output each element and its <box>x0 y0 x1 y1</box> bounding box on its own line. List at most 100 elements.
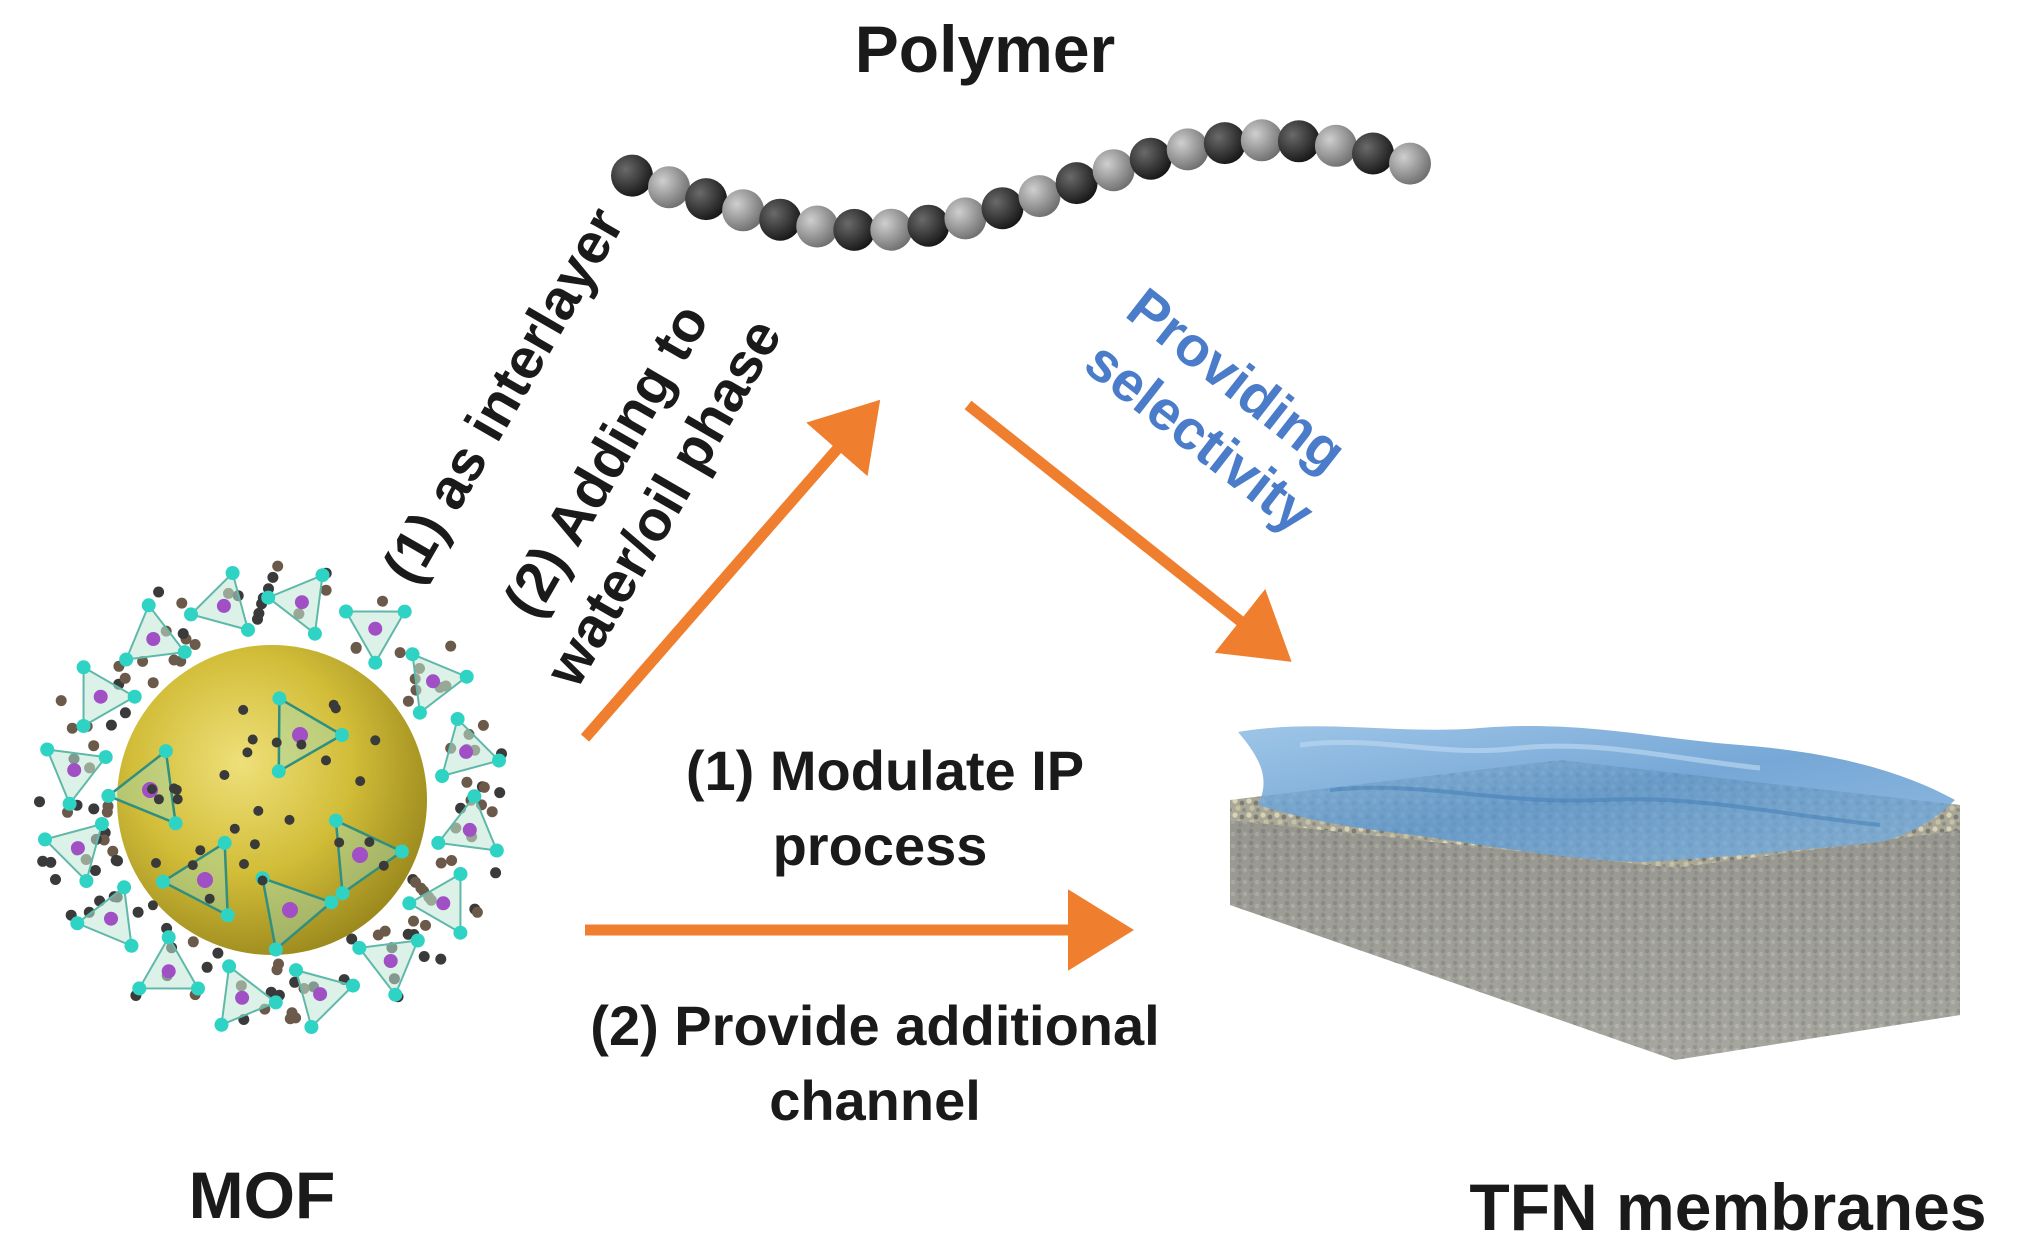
mof-node-atom <box>127 689 142 704</box>
mof-linker-atom <box>477 719 489 731</box>
mof-linker-atom <box>239 859 249 869</box>
mof-linker-atom <box>253 607 265 619</box>
mof-node-atom <box>467 789 482 804</box>
mof-linker-atom <box>486 806 498 818</box>
mof-node-atom <box>346 978 360 993</box>
mof-linker-atom <box>370 735 381 746</box>
mof-node-atom <box>431 835 446 850</box>
polymer-bead <box>1240 119 1283 162</box>
mof-linker-atom <box>377 595 388 607</box>
mof-node-atom <box>62 796 77 811</box>
mof-node-atom <box>268 942 283 957</box>
mof-linker-atom <box>402 928 414 940</box>
mof-linker-atom <box>177 628 189 640</box>
mof-metal-atom <box>282 902 298 918</box>
mof-node-atom <box>388 987 403 1002</box>
mof-linker-atom <box>490 867 502 879</box>
mof-linker-atom <box>265 986 277 998</box>
mof-metal-atom <box>292 727 308 743</box>
mof-linker-atom <box>420 919 431 931</box>
polymer-bead <box>759 198 802 241</box>
mof-node-atom <box>368 655 383 670</box>
mof-metal-atom <box>104 911 118 926</box>
mof-linker-atom <box>176 597 188 609</box>
mof-node-atom <box>217 835 232 850</box>
mof-node-atom <box>225 566 240 580</box>
mof-linker-atom <box>346 933 358 945</box>
polymer-bead <box>1092 149 1135 192</box>
mof-node-atom <box>397 604 412 619</box>
mof-node-atom <box>168 816 183 831</box>
mof-node-atom <box>324 895 339 910</box>
mof-linker-atom <box>88 740 100 752</box>
mof-node-atom <box>450 712 465 726</box>
mof-node-atom <box>158 744 173 759</box>
mof-linker-atom <box>172 794 183 805</box>
polymer-bead <box>1129 137 1172 180</box>
mof-polyhedron <box>82 665 137 728</box>
mof-linker-atom <box>88 803 100 815</box>
polymer-bead <box>1389 142 1431 185</box>
mof-linker-atom <box>378 860 389 871</box>
mof-node-atom <box>184 607 198 622</box>
mof-linker-atom <box>212 947 224 959</box>
mof-linker-atom <box>189 639 201 650</box>
mof-label: MOF <box>189 1158 336 1232</box>
mof-node-atom <box>101 788 116 803</box>
mof-polyhedron <box>407 872 462 935</box>
edge-label-channel: channel <box>769 1069 981 1132</box>
mof-linker-atom <box>296 739 307 750</box>
polymer-bead <box>1166 128 1209 171</box>
mof-node-atom <box>76 719 91 733</box>
mof-metal-atom <box>197 872 213 888</box>
mof-linker-atom <box>168 654 180 666</box>
mof-node-atom <box>304 1020 319 1034</box>
mof-node-atom <box>435 769 450 783</box>
mof-linker-atom <box>271 964 283 976</box>
mof-linker-atom <box>147 677 159 689</box>
mof-metal-atom <box>436 896 451 911</box>
mof-node-atom <box>453 867 468 881</box>
polymer-bead <box>796 205 839 248</box>
mof-metal-atom <box>294 595 309 610</box>
mof-linker-atom <box>330 703 341 714</box>
mof-node-atom <box>124 938 139 953</box>
mof-linker-atom <box>334 837 345 848</box>
mof-node-atom <box>459 669 474 684</box>
mof-metal-atom <box>352 847 368 863</box>
mof-linker-atom <box>34 796 45 808</box>
mof-node-atom <box>289 963 303 978</box>
polymer-bead <box>648 166 690 209</box>
mof-linker-atom <box>98 834 110 846</box>
mof-node-atom <box>94 817 109 831</box>
mof-linker-atom <box>187 936 199 948</box>
mof-node-atom <box>222 959 237 974</box>
mof-linker-atom <box>101 806 113 818</box>
arrow-mof-to-polymer <box>580 399 881 742</box>
mof-node-atom <box>394 844 409 859</box>
mof-linker-atom <box>435 857 447 869</box>
polymer-bead <box>685 178 728 221</box>
polymer-bead <box>1314 124 1357 167</box>
mof-linker-atom <box>219 770 230 780</box>
mof-node-atom <box>76 660 91 675</box>
mof-node-atom <box>141 598 156 613</box>
mof-linker-atom <box>147 784 157 795</box>
mof-linker-atom <box>289 976 301 988</box>
tfn-membrane-illustration <box>1230 725 1960 1060</box>
mof-linker-atom <box>394 647 406 659</box>
polymer-bead <box>870 208 913 251</box>
mof-node-atom <box>156 874 170 889</box>
mof-linker-atom <box>372 929 384 941</box>
mof-node-atom <box>214 1017 229 1032</box>
mof-node-atom <box>220 908 235 923</box>
mof-linker-atom <box>290 1012 302 1024</box>
mof-linker-atom <box>418 951 430 962</box>
mof-polyhedron <box>344 610 407 665</box>
mof-node-atom <box>410 933 425 948</box>
mof-node-atom <box>98 750 113 765</box>
mof-node-atom <box>453 925 468 940</box>
polymer-bead <box>1203 122 1246 165</box>
mof-linker-atom <box>253 805 264 816</box>
mof-linker-atom <box>107 845 119 857</box>
